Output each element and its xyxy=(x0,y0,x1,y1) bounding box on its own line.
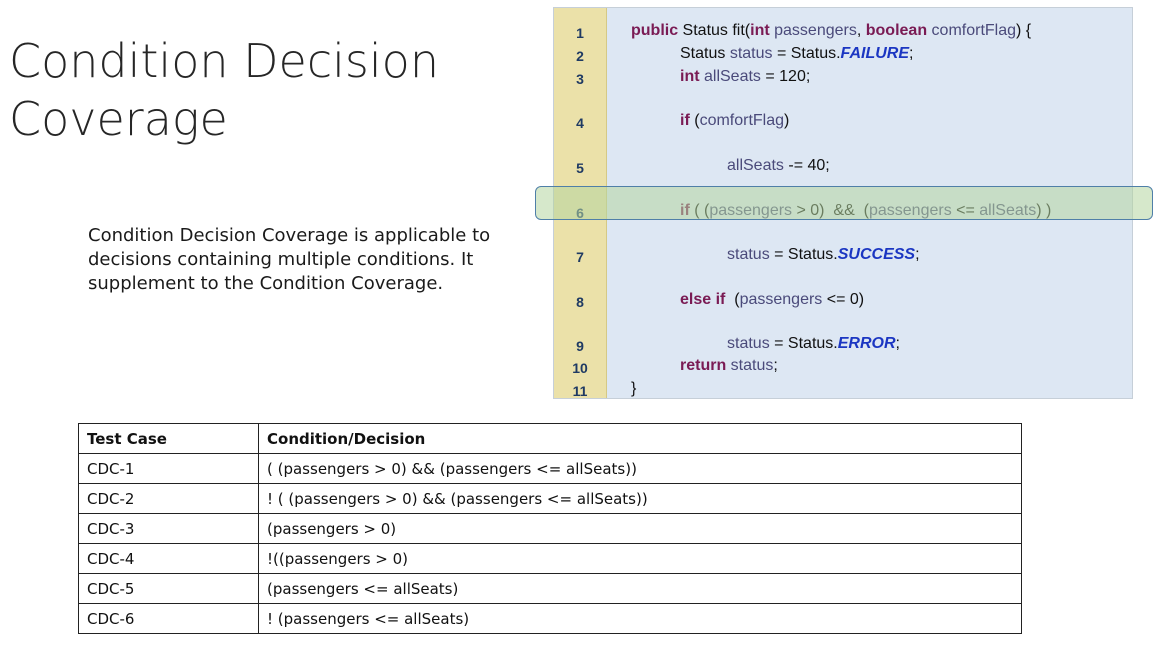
code-token: ) xyxy=(784,112,790,129)
code-token: } xyxy=(631,380,637,397)
code-token: passengers xyxy=(769,22,857,39)
test-case-id-cell: CDC-5 xyxy=(78,573,259,604)
code-token: passengers xyxy=(739,291,823,308)
table-body: CDC-1( (passengers > 0) && (passengers <… xyxy=(78,453,1022,634)
line-number: 7 xyxy=(576,249,584,265)
column-header-condition-decision: Condition/Decision xyxy=(258,423,1022,454)
code-line: else if (passengers <= 0) xyxy=(680,291,864,309)
code-line: status = Status.SUCCESS; xyxy=(727,246,920,264)
line-number: 10 xyxy=(572,360,588,376)
code-token: = Status. xyxy=(772,45,841,62)
test-case-id-cell: CDC-4 xyxy=(78,543,259,574)
line-number: 5 xyxy=(576,160,584,176)
code-line: public Status fit(int passengers, boolea… xyxy=(631,22,1031,40)
table-header-row: Test Case Condition/Decision xyxy=(78,423,1022,454)
slide-title: Condition Decision Coverage xyxy=(9,32,439,148)
condition-cell: (passengers > 0) xyxy=(258,513,1022,544)
code-token: -= 40; xyxy=(783,157,830,174)
code-token: allSeats xyxy=(699,68,761,85)
code-token: SUCCESS xyxy=(837,246,916,263)
column-header-test-case: Test Case xyxy=(78,423,259,454)
line-number: 9 xyxy=(576,338,584,354)
condition-cell: !((passengers > 0) xyxy=(258,543,1022,574)
code-token: return xyxy=(680,357,727,374)
code-token: allSeats xyxy=(727,157,784,174)
code-token: = 120; xyxy=(760,68,811,85)
code-token: ERROR xyxy=(837,335,896,352)
table-row: CDC-1( (passengers > 0) && (passengers <… xyxy=(78,453,1022,484)
code-token: if xyxy=(680,112,690,129)
code-line: int allSeats = 120; xyxy=(680,68,810,86)
line-number: 8 xyxy=(576,294,584,310)
code-token: Status xyxy=(680,45,730,62)
code-line: status = Status.ERROR; xyxy=(727,335,900,353)
test-case-id-cell: CDC-6 xyxy=(78,603,259,634)
line-number: 3 xyxy=(576,71,584,87)
condition-cell: ( (passengers > 0) && (passengers <= all… xyxy=(258,453,1022,484)
code-token: status xyxy=(726,357,774,374)
table-row: CDC-3(passengers > 0) xyxy=(78,513,1022,544)
line-number: 2 xyxy=(576,48,584,64)
code-token: comfortFlag xyxy=(927,22,1017,39)
code-token: , xyxy=(856,22,866,39)
code-token: ) { xyxy=(1016,22,1032,39)
line-number: 11 xyxy=(572,383,588,399)
test-case-id-cell: CDC-2 xyxy=(78,483,259,514)
code-line: Status status = Status.FAILURE; xyxy=(680,45,913,63)
code-token: int xyxy=(680,68,700,85)
highlighted-decision-line xyxy=(535,186,1153,220)
code-token: status xyxy=(729,45,773,62)
line-number: 1 xyxy=(576,25,584,41)
code-token: = Status. xyxy=(769,246,838,263)
code-token: int xyxy=(750,22,770,39)
code-token: ( xyxy=(725,291,740,308)
code-token: ; xyxy=(773,357,778,374)
table-row: CDC-6! (passengers <= allSeats) xyxy=(78,603,1022,634)
line-number: 4 xyxy=(576,115,584,131)
code-line: allSeats -= 40; xyxy=(727,157,830,175)
code-token: <= 0) xyxy=(822,291,865,308)
slide-title-line: Coverage xyxy=(9,92,228,146)
code-token: ( xyxy=(689,112,700,129)
condition-cell: ! (passengers <= allSeats) xyxy=(258,603,1022,634)
code-token: status xyxy=(727,246,770,263)
code-token: ; xyxy=(909,45,914,62)
code-token: else if xyxy=(680,291,726,308)
code-line: if (comfortFlag) xyxy=(680,112,789,130)
code-token: boolean xyxy=(865,22,928,39)
description-line: Condition Decision Coverage is applicabl… xyxy=(88,225,491,246)
table-row: CDC-4!((passengers > 0) xyxy=(78,543,1022,574)
test-case-id-cell: CDC-1 xyxy=(78,453,259,484)
code-token: FAILURE xyxy=(840,45,909,62)
slide-title-line: Condition Decision xyxy=(9,34,439,88)
code-line: return status; xyxy=(680,357,778,375)
code-token: ; xyxy=(915,246,920,263)
description-text: Condition Decision Coverage is applicabl… xyxy=(88,224,548,296)
table-row: CDC-2! ( (passengers > 0) && (passengers… xyxy=(78,483,1022,514)
code-line: } xyxy=(631,380,636,398)
description-line: decisions containing multiple conditions… xyxy=(88,249,474,270)
condition-cell: ! ( (passengers > 0) && (passengers <= a… xyxy=(258,483,1022,514)
code-token: status xyxy=(727,335,770,352)
code-token: Status fit( xyxy=(678,22,751,39)
test-case-table: Test Case Condition/Decision CDC-1( (pas… xyxy=(78,423,1022,634)
description-line: supplement to the Condition Coverage. xyxy=(88,273,444,294)
test-case-id-cell: CDC-3 xyxy=(78,513,259,544)
condition-cell: (passengers <= allSeats) xyxy=(258,573,1022,604)
code-token: = Status. xyxy=(769,335,838,352)
code-token: public xyxy=(631,22,679,39)
code-token: ; xyxy=(895,335,900,352)
code-token: comfortFlag xyxy=(699,112,785,129)
table-row: CDC-5(passengers <= allSeats) xyxy=(78,573,1022,604)
